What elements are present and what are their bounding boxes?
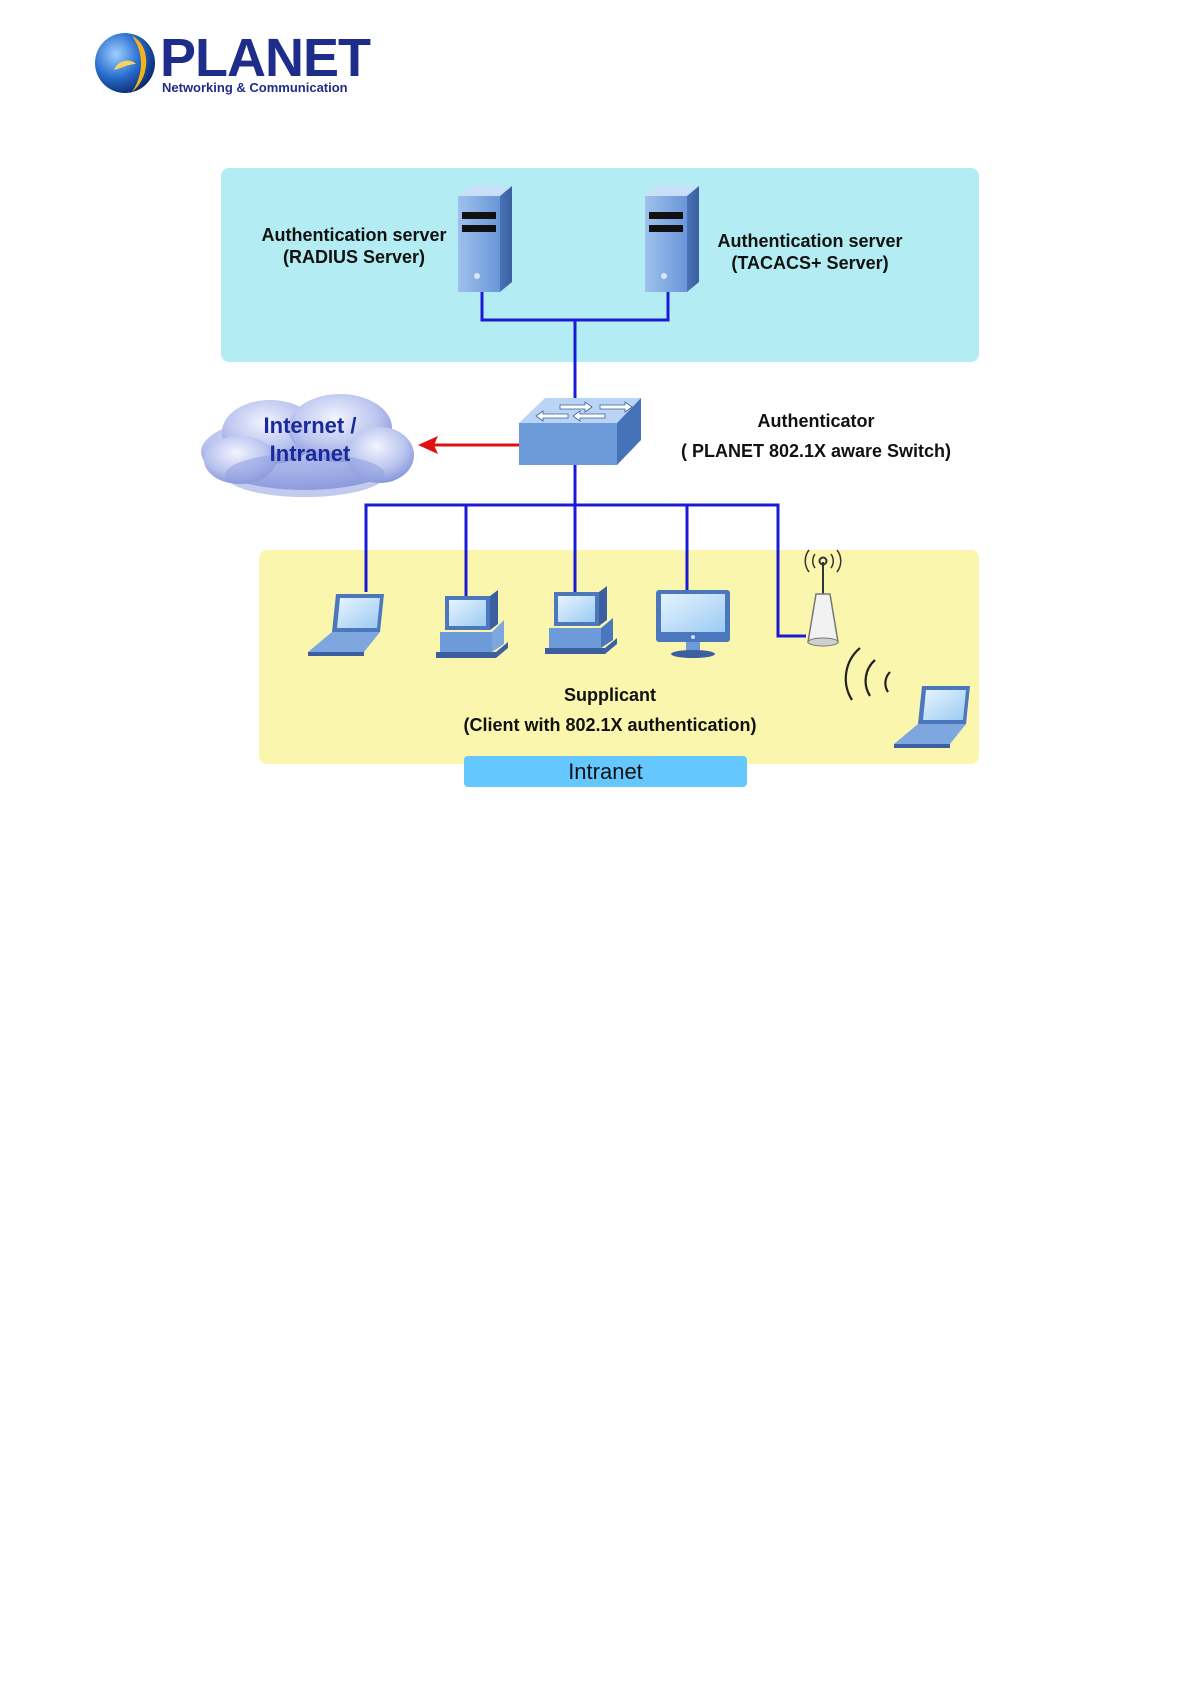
supplicant-label-line2: (Client with 802.1X authentication)	[460, 710, 760, 740]
radius-server-icon	[458, 186, 512, 292]
intranet-label: Intranet	[464, 756, 747, 787]
cloud-label-line2: Intranet	[240, 440, 380, 468]
desktop-computer-icon	[545, 586, 617, 654]
switch-icon	[519, 398, 641, 465]
supplicant-label: Supplicant (Client with 802.1X authentic…	[460, 680, 760, 740]
tacacs-server-label-line1: Authentication server	[710, 230, 910, 252]
radius-server-label: Authentication server (RADIUS Server)	[254, 224, 454, 268]
radius-server-label-line1: Authentication server	[254, 224, 454, 246]
authenticator-label: Authenticator ( PLANET 802.1X aware Swit…	[676, 406, 956, 466]
cloud-label-line1: Internet /	[240, 412, 380, 440]
cloud-label: Internet / Intranet	[240, 412, 380, 468]
tacacs-server-label-line2: (TACACS+ Server)	[710, 252, 910, 274]
supplicant-label-line1: Supplicant	[460, 680, 760, 710]
authenticator-label-line2: ( PLANET 802.1X aware Switch)	[676, 436, 956, 466]
arrow-to-cloud-icon	[418, 436, 519, 454]
tacacs-server-label: Authentication server (TACACS+ Server)	[710, 230, 910, 274]
authenticator-label-line1: Authenticator	[676, 406, 956, 436]
desktop-computer-icon	[436, 590, 508, 658]
tacacs-server-icon	[645, 186, 699, 292]
radius-server-label-line2: (RADIUS Server)	[254, 246, 454, 268]
